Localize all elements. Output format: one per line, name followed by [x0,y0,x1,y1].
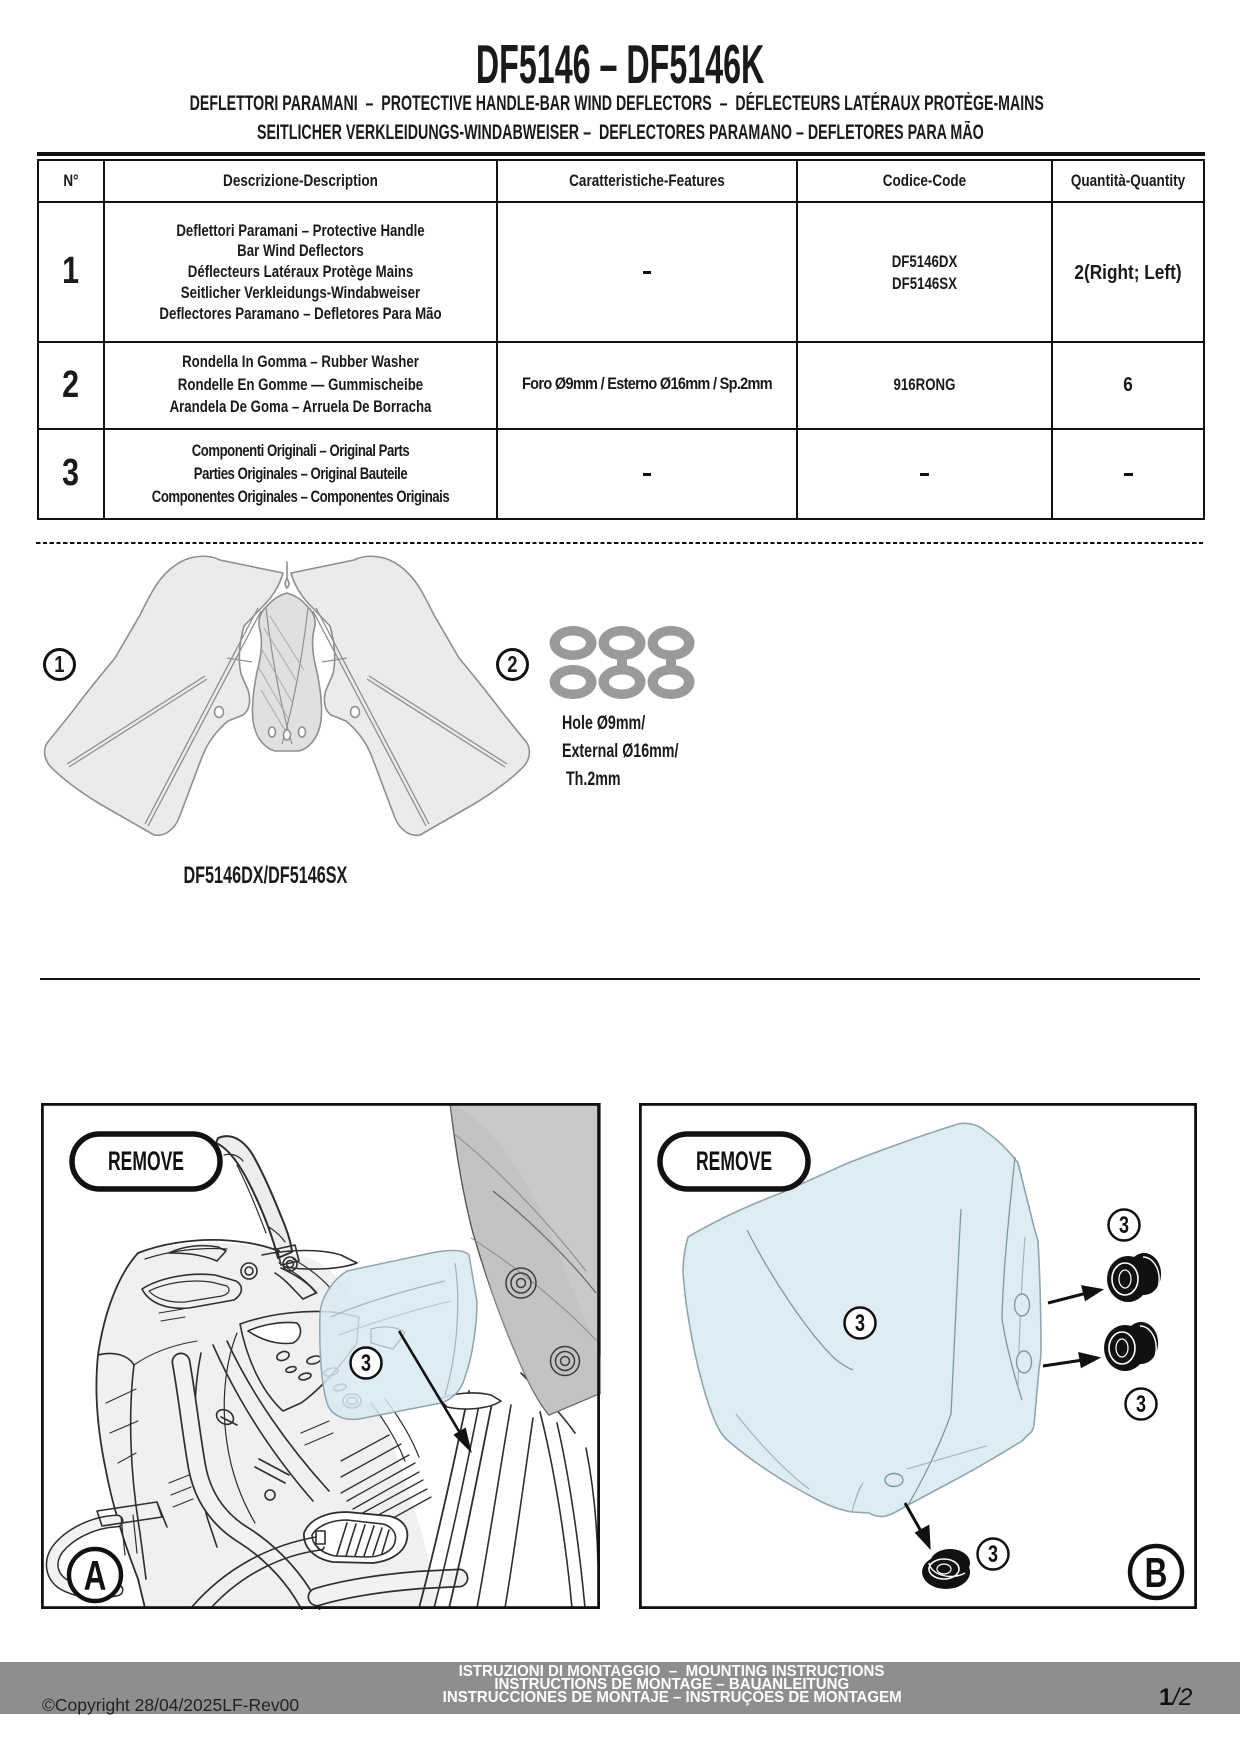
svg-text:3: 3 [1136,1392,1146,1418]
svg-text:3: 3 [361,1351,371,1377]
svg-text:REMOVE: REMOVE [696,1145,772,1176]
svg-text:B: B [1145,1549,1168,1597]
svg-text:3: 3 [1119,1213,1129,1239]
svg-text:3: 3 [855,1311,865,1337]
svg-text:REMOVE: REMOVE [108,1145,184,1176]
svg-text:3: 3 [988,1542,998,1568]
svg-text:A: A [84,1552,107,1600]
